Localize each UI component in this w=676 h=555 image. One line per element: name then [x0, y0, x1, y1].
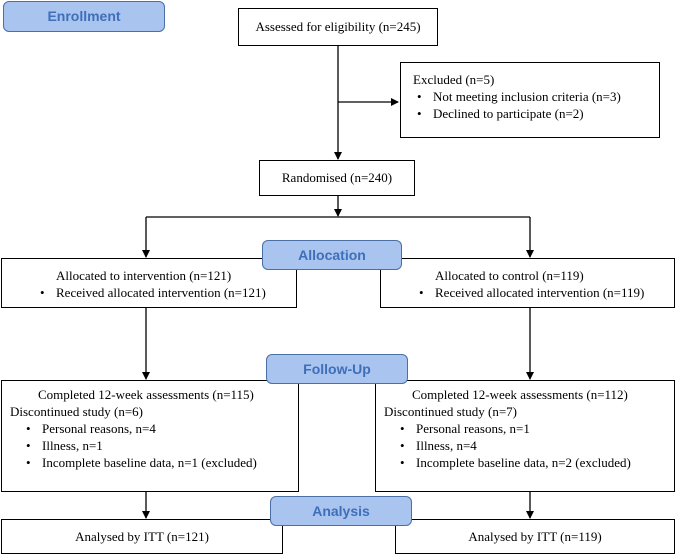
intervention-followup-box: Completed 12-week assessments (n=115) Di… — [1, 380, 299, 492]
excluded-box: Excluded (n=5) Not meeting inclusion cri… — [400, 62, 660, 138]
control-followup-box: Completed 12-week assessments (n=112) Di… — [375, 380, 675, 492]
intervention-analysis-box: Analysed by ITT (n=121) — [1, 519, 283, 554]
control-allocated: Allocated to control (n=119) — [435, 268, 584, 283]
intervention-allocation-box: Allocated to intervention (n=121) Receiv… — [1, 258, 297, 308]
control-reason: Illness, n=4 — [396, 437, 674, 454]
intervention-reason: Illness, n=1 — [22, 437, 298, 454]
control-reason: Incomplete baseline data, n=2 (excluded) — [396, 454, 674, 471]
intervention-received: Received allocated intervention (n=121) — [36, 284, 296, 301]
excluded-item: Declined to participate (n=2) — [413, 105, 659, 122]
stage-analysis: Analysis — [270, 496, 412, 526]
intervention-reason: Incomplete baseline data, n=1 (excluded) — [22, 454, 298, 471]
control-completed: Completed 12-week assessments (n=112) — [412, 387, 628, 402]
randomised-box: Randomised (n=240) — [259, 160, 415, 196]
control-analysis-box: Analysed by ITT (n=119) — [395, 519, 675, 554]
intervention-completed: Completed 12-week assessments (n=115) — [38, 387, 254, 402]
stage-enrollment: Enrollment — [3, 1, 165, 32]
excluded-item: Not meeting inclusion criteria (n=3) — [413, 88, 659, 105]
intervention-allocated: Allocated to intervention (n=121) — [56, 268, 232, 283]
control-discontinued: Discontinued study (n=7) — [384, 404, 517, 419]
excluded-list: Not meeting inclusion criteria (n=3) Dec… — [413, 88, 659, 122]
intervention-reason: Personal reasons, n=4 — [22, 420, 298, 437]
excluded-title: Excluded (n=5) — [413, 72, 495, 87]
stage-allocation: Allocation — [262, 240, 402, 270]
control-allocation-box: Allocated to control (n=119) Received al… — [380, 258, 675, 308]
assessed-box: Assessed for eligibility (n=245) — [238, 8, 438, 46]
intervention-discontinued: Discontinued study (n=6) — [10, 404, 143, 419]
control-received: Received allocated intervention (n=119) — [415, 284, 674, 301]
stage-followup: Follow-Up — [266, 354, 408, 384]
control-reason: Personal reasons, n=1 — [396, 420, 674, 437]
